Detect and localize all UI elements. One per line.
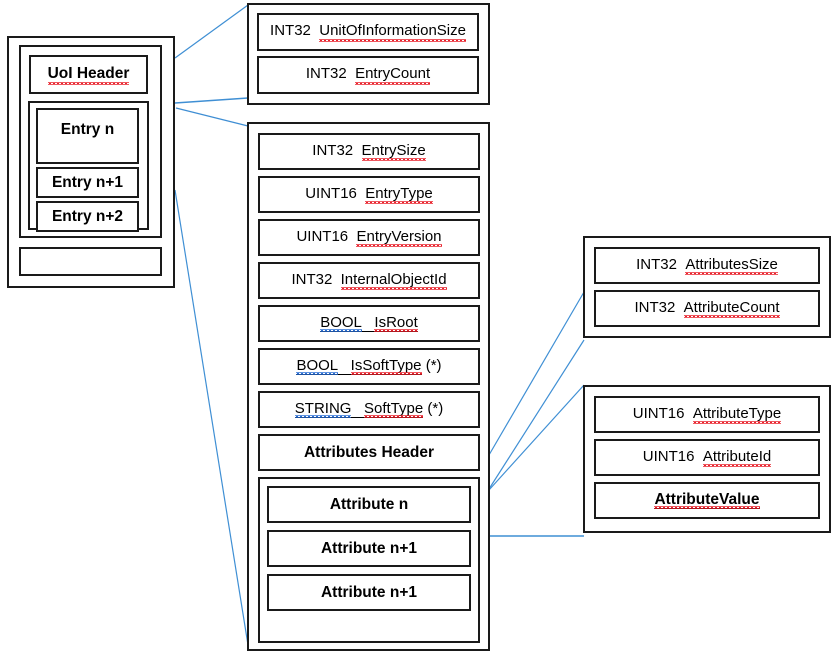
attribute-detail-box: UINT16 AttributeType UINT16 AttributeId …: [583, 385, 831, 533]
attribute-field-1[interactable]: UINT16 AttributeId: [594, 439, 820, 476]
connector-entry-bottom: [174, 189, 249, 646]
attributes-header-box[interactable]: Attributes Header: [258, 434, 480, 471]
attribute-label-2: Attribute n+1: [320, 583, 418, 601]
uoi-header-box[interactable]: UoI Header: [29, 55, 148, 94]
entry-field-4[interactable]: BOOL IsRoot: [258, 305, 480, 342]
entry-field-type-2: UINT16: [296, 227, 349, 245]
uoi-header-field-name-1: EntryCount: [355, 65, 431, 85]
uoi-header-field-type-1: INT32: [305, 65, 347, 83]
entry-field-6[interactable]: STRING SoftType (*): [258, 391, 480, 428]
entry-label-2: Entry n+2: [51, 207, 124, 225]
connector-header-top: [174, 4, 249, 59]
attributes-header-field-1[interactable]: INT32 AttributeCount: [594, 290, 820, 327]
connector-attrhdr-top: [488, 291, 585, 456]
entry-field-type-1: UINT16: [305, 184, 357, 202]
entry-field-type-5: BOOL: [296, 357, 339, 375]
attributes-header-detail-box: INT32 AttributesSize INT32 AttributeCoun…: [583, 236, 831, 338]
entry-field-0[interactable]: INT32 EntrySize: [258, 133, 480, 170]
attribute-box-0[interactable]: Attribute n: [267, 486, 471, 523]
entry-field-name-2: EntryVersion: [356, 227, 442, 247]
uoi-header-field-0[interactable]: INT32 UnitOfInformationSize: [257, 13, 479, 51]
attribute-field-name-0: AttributeType: [692, 404, 782, 424]
entry-label-0: Entry n: [60, 121, 115, 138]
uoi-header-detail-box: INT32 UnitOfInformationSize INT32 EntryC…: [247, 3, 490, 105]
entry-box-1[interactable]: Entry n+1: [36, 167, 139, 198]
attributes-group: Attribute n Attribute n+1 Attribute n+1: [258, 477, 480, 643]
connector-attrhdr-bottom: [488, 339, 585, 490]
entry-field-1[interactable]: UINT16 EntryType: [258, 176, 480, 213]
connector-header-bottom: [174, 97, 249, 104]
attributes-header-field-type-1: INT32: [634, 298, 676, 316]
entry-field-type-6: STRING: [294, 400, 352, 418]
entry-field-type-0: INT32: [312, 141, 354, 159]
connector-attr-top: [488, 384, 585, 491]
attribute-value-label: AttributeValue: [654, 490, 760, 509]
attribute-label-0: Attribute n: [329, 495, 409, 513]
attribute-value-box[interactable]: AttributeValue: [594, 482, 820, 519]
attributes-header-label: Attributes Header: [303, 443, 435, 461]
attribute-box-1[interactable]: Attribute n+1: [267, 530, 471, 567]
entry-field-name-1: EntryType: [365, 184, 433, 204]
entry-label-1: Entry n+1: [51, 173, 124, 191]
attributes-header-field-name-0: AttributesSize: [685, 255, 778, 275]
entry-field-name-5: IsSoftType: [350, 357, 422, 375]
entry-box-2[interactable]: Entry n+2: [36, 201, 139, 232]
entry-field-name-4: IsRoot: [374, 314, 419, 332]
entry-field-name-6: SoftType: [363, 400, 424, 418]
attribute-field-name-1: AttributeId: [702, 447, 772, 467]
uoi-block-inner: UoI Header Entry n Entry n+1 Entry n+2: [19, 45, 162, 238]
attributes-header-field-type-0: INT32: [636, 255, 677, 273]
entry-field-type-4: BOOL: [320, 314, 362, 332]
attributes-header-field-name-1: AttributeCount: [683, 298, 780, 318]
attribute-field-type-0: UINT16: [632, 404, 685, 422]
entry-field-name-3: InternalObjectId: [340, 270, 447, 290]
entries-group: Entry n Entry n+1 Entry n+2: [28, 101, 149, 232]
entry-detail-box: INT32 EntrySize UINT16 EntryType UINT16 …: [247, 122, 490, 651]
entry-field-name-0: EntrySize: [361, 141, 426, 161]
entry-field-5[interactable]: BOOL IsSoftType (*): [258, 348, 480, 385]
attribute-field-0[interactable]: UINT16 AttributeType: [594, 396, 820, 433]
entry-field-type-3: INT32: [291, 270, 333, 288]
uoi-block-outer: UoI Header Entry n Entry n+1 Entry n+2: [7, 36, 175, 288]
attribute-field-type-1: UINT16: [642, 447, 695, 465]
attribute-label-1: Attribute n+1: [320, 539, 418, 557]
attribute-box-2[interactable]: Attribute n+1: [267, 574, 471, 611]
entry-field-suffix-6: (*): [423, 400, 444, 417]
uoi-header-field-type-0: INT32: [270, 22, 311, 40]
entry-field-3[interactable]: INT32 InternalObjectId: [258, 262, 480, 299]
entry-box-0[interactable]: Entry n: [36, 108, 139, 164]
uoi-header-field-1[interactable]: INT32 EntryCount: [257, 56, 479, 94]
entry-field-suffix-5: (*): [421, 357, 442, 374]
attributes-header-field-0[interactable]: INT32 AttributesSize: [594, 247, 820, 284]
uoi-header-label: UoI Header: [47, 65, 130, 85]
uoi-footer-box[interactable]: [19, 247, 162, 276]
connector-entry-top: [175, 107, 249, 127]
uoi-header-field-name-0: UnitOfInformationSize: [319, 22, 466, 42]
entry-field-2[interactable]: UINT16 EntryVersion: [258, 219, 480, 256]
